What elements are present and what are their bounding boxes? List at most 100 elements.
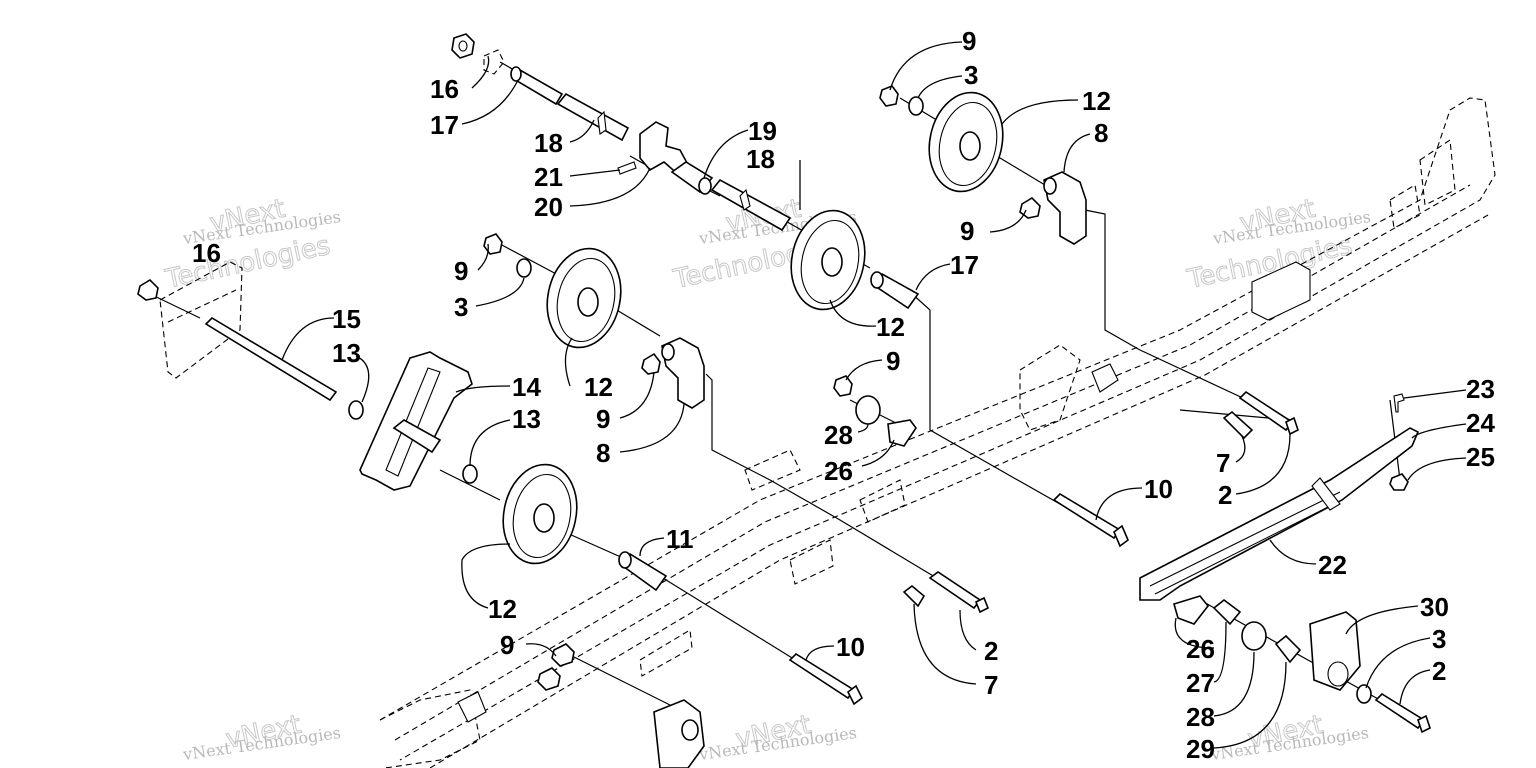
nut-9-bottom-left-a: [551, 643, 575, 667]
spacer-29: [1274, 634, 1302, 664]
callout-12: 12: [1082, 86, 1111, 116]
rail-left-end: [159, 261, 243, 379]
leader-2b: [959, 609, 977, 651]
nut-25: [1389, 473, 1409, 491]
callout-27: 27: [1186, 668, 1215, 698]
nut-9-center-left: [483, 233, 503, 255]
leader-29: [1213, 661, 1287, 749]
rail-slot: [859, 479, 906, 523]
washer-28-lower: [1241, 621, 1267, 651]
callout-9: 9: [886, 346, 900, 376]
rail-slot: [1389, 184, 1421, 229]
rail-bracket: [1019, 344, 1081, 431]
axis-line: [439, 469, 501, 501]
washer-plate: [483, 49, 505, 75]
leader-22: [1269, 539, 1317, 565]
callout-3: 3: [454, 292, 468, 322]
leader-2c: [1399, 669, 1431, 705]
leader-27: [1213, 621, 1227, 683]
mount-8-top-right-boss: [1043, 177, 1057, 195]
leader-16a: [471, 55, 490, 89]
callout-29: 29: [1186, 734, 1215, 764]
nut-9-bottom-left-b: [537, 667, 561, 691]
callout-25: 25: [1466, 442, 1495, 472]
rail-main-outline: [379, 97, 1496, 761]
bolt-2-right-head: [1285, 416, 1299, 436]
leader-9e: [845, 359, 883, 381]
callout-28: 28: [824, 420, 853, 450]
rail-slot: [789, 539, 834, 585]
leader-2a: [1235, 433, 1291, 495]
callout-16: 16: [192, 238, 221, 268]
washer-3-center-left: [516, 258, 532, 278]
rail-lower-block: [457, 691, 487, 723]
callout-7: 7: [984, 670, 998, 700]
leader-18a: [569, 119, 595, 143]
leader-23: [1403, 389, 1467, 399]
leader-12b: [829, 299, 877, 327]
spacer-11-end: [618, 551, 632, 569]
callout-15: 15: [332, 304, 361, 334]
bolt-10-lower-head: [846, 684, 864, 706]
bolt-10-center: [1052, 492, 1122, 540]
axis-line: [909, 291, 1121, 539]
callouts: 16 17 18 19 18 21 20 9 3 12 8 9 17 12 16…: [192, 26, 1495, 764]
callout-17: 17: [430, 110, 459, 140]
axis-line: [499, 243, 561, 277]
callout-8: 8: [596, 438, 610, 468]
callout-2: 2: [1218, 480, 1232, 510]
pin-21: [617, 161, 637, 175]
leader-17a: [461, 79, 519, 125]
leader-24: [1411, 423, 1467, 439]
leaf-spring-22-clamp: [1311, 477, 1341, 511]
callout-26: 26: [1186, 634, 1215, 664]
callout-9: 9: [962, 26, 976, 56]
leader-3a: [917, 75, 963, 99]
callout-13: 13: [512, 404, 541, 434]
leaf-spring-22-line: [1149, 491, 1341, 587]
callout-8: 8: [1094, 118, 1108, 148]
rail-frame: [159, 97, 1496, 768]
watermark-bottom-right: vNext vNext Technologies: [1209, 709, 1370, 764]
shaft-18-center-collar: [739, 188, 751, 211]
leader-19: [703, 129, 749, 179]
mount-bottom-boss: [681, 719, 699, 741]
leader-15: [281, 317, 335, 361]
callout-12: 12: [584, 372, 613, 402]
callout-17: 17: [950, 250, 979, 280]
leader-9a: [889, 41, 963, 91]
bolt-2-lower-right: [1374, 692, 1426, 730]
leader-17b: [915, 263, 951, 291]
callout-30: 30: [1420, 592, 1449, 622]
nut-9-mount-center: [641, 352, 661, 375]
rail-main-inner: [394, 184, 1471, 741]
nut-9-top-right: [879, 85, 899, 107]
washer-28-middle: [855, 395, 881, 425]
callout-9: 9: [596, 404, 610, 434]
nut-16-top-hole: [458, 40, 468, 52]
nut-16-left: [137, 278, 159, 301]
leader-26a: [861, 439, 895, 467]
leader-13b: [469, 419, 511, 467]
rail-block: [1251, 261, 1311, 321]
rail-main-lower: [429, 214, 1489, 768]
leader-20: [569, 167, 651, 207]
shaft-18-center: [710, 178, 792, 232]
callout-20: 20: [534, 192, 563, 222]
leaf-spring-22-line: [1154, 499, 1343, 595]
bolt-7-right: [1222, 410, 1254, 440]
callout-3: 3: [1432, 624, 1446, 654]
leader-3b: [475, 277, 525, 307]
spacer-17-top-end: [510, 66, 522, 82]
rail-slot: [639, 629, 693, 677]
callout-26: 26: [824, 456, 853, 486]
leader-12c: [564, 337, 573, 387]
leader-30: [1345, 605, 1419, 635]
washer-13-upper: [348, 400, 364, 420]
bolt-7-center: [902, 584, 926, 608]
callout-19: 19: [748, 116, 777, 146]
washer-13-lower: [462, 464, 478, 484]
watermark-bottom-center: vNext vNext Technologies: [697, 709, 858, 764]
callout-12: 12: [488, 594, 517, 624]
